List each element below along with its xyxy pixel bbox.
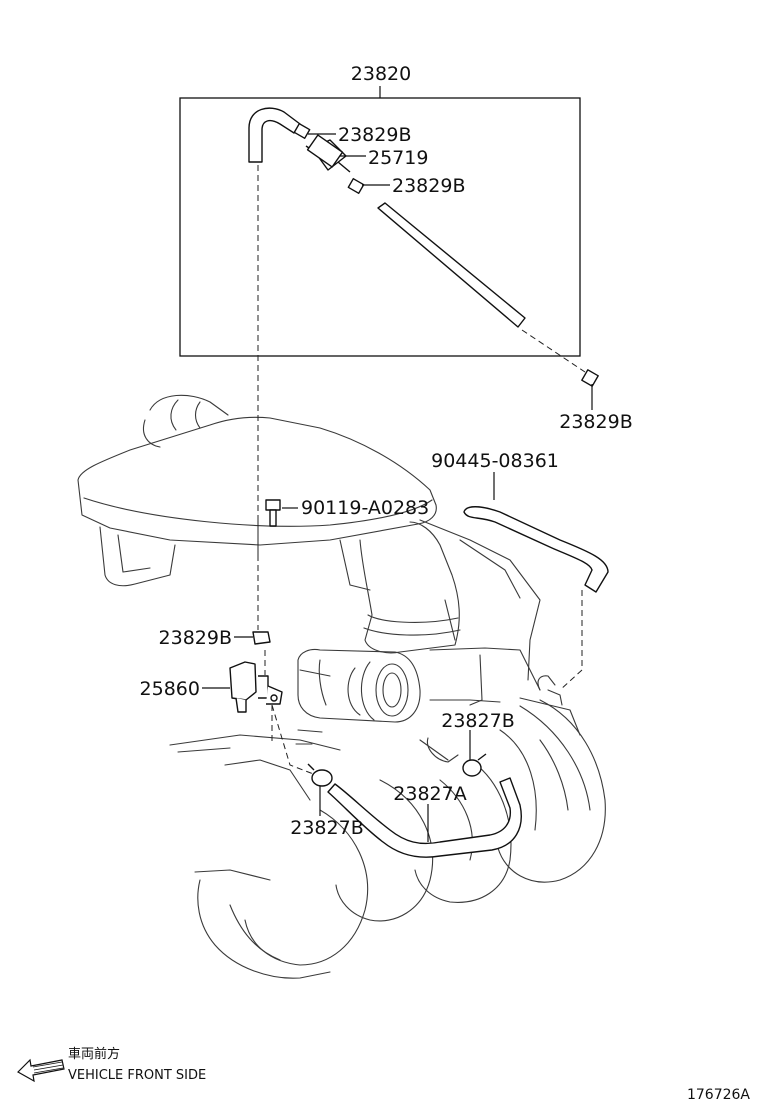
drawing-number: 176726A — [687, 1087, 750, 1103]
clip-part-left — [252, 631, 271, 645]
label-clamp-left: 23827B — [290, 817, 363, 839]
label-clip-left: 23829B — [159, 627, 232, 649]
hose-part-right — [463, 506, 609, 593]
engine-outline — [77, 394, 606, 979]
direction-japanese: 車両前方 — [68, 1046, 120, 1062]
clip-part-top-1 — [293, 122, 311, 140]
hose-part-lower — [327, 777, 522, 858]
label-clip-top-2: 23829B — [392, 175, 465, 197]
vsv-valve-part — [305, 134, 351, 173]
label-clamp-right: 23827B — [441, 710, 514, 732]
label-clip-outside: 23829B — [559, 411, 632, 433]
bolt-part — [265, 499, 281, 527]
label-assembly-23820: 23820 — [351, 63, 411, 85]
label-hose-lower: 23827A — [393, 783, 466, 805]
direction-english: VEHICLE FRONT SIDE — [68, 1068, 206, 1083]
vsv-part — [229, 661, 283, 713]
vehicle-front-arrow-icon — [17, 1058, 65, 1083]
hose-bend-part — [248, 107, 301, 163]
label-valve-25719: 25719 — [368, 147, 428, 169]
clamp-part-left — [307, 763, 333, 787]
label-bolt: 90119-A0283 — [301, 497, 429, 519]
clip-part-outside — [581, 369, 599, 387]
clamp-part-right — [462, 753, 487, 777]
label-clip-top-1: 23829B — [338, 124, 411, 146]
straight-hose-part — [377, 202, 526, 328]
clip-part-top-2 — [347, 177, 365, 195]
label-vsv-25860: 25860 — [140, 678, 200, 700]
label-hose-right: 90445-08361 — [431, 450, 559, 472]
